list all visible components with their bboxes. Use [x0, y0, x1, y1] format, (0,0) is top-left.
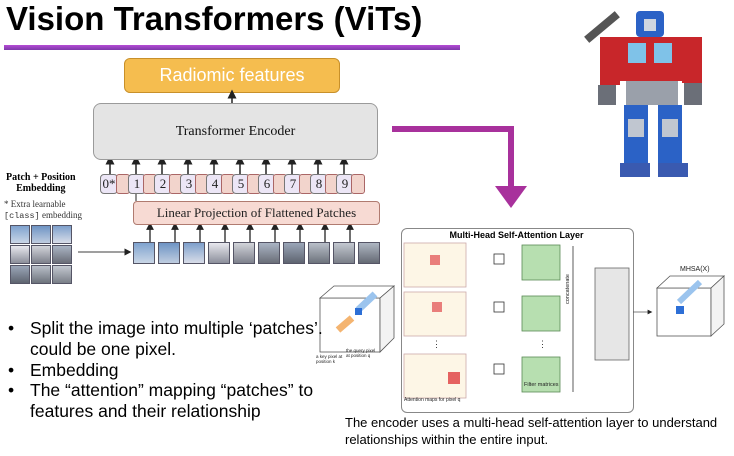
patch-position-label-line2: Embedding: [16, 183, 66, 194]
radiomic-features-box: Radiomic features: [124, 58, 340, 93]
filter-matrices: ⋮: [521, 244, 561, 393]
svg-text:⋮: ⋮: [432, 339, 441, 349]
svg-text:⋮: ⋮: [538, 339, 547, 349]
filter-matrices-label: Filter matrices: [524, 382, 559, 388]
bullet-list: Split the image into multiple ‘patches’.…: [4, 318, 324, 422]
attention-maps: ⋮: [403, 242, 467, 399]
mhsa-caption: The encoder uses a multi-head self-atten…: [345, 415, 718, 447]
grid-patch: [31, 265, 51, 284]
strip-patch: [133, 242, 155, 264]
grid-patch: [52, 225, 72, 244]
token-arrows: [105, 155, 349, 174]
strip-patch: [158, 242, 180, 264]
key-pixel-label: a key pixel at position k: [316, 354, 343, 364]
grid-patch: [10, 265, 30, 284]
strip-patch: [308, 242, 330, 264]
title-underline: [4, 45, 460, 50]
bullet-item: Split the image into multiple ‘patches’.…: [4, 318, 324, 360]
grid-patch: [31, 245, 51, 264]
bullet-item: Embedding: [4, 360, 324, 381]
grid-patch: [10, 245, 30, 264]
grid-patch: [52, 265, 72, 284]
slide-title: Vision Transformers (ViTs): [6, 0, 423, 37]
mhsa-output-label: MHSA(X): [680, 266, 710, 273]
encoder-to-mhsa-arrow: [392, 126, 527, 208]
robot-illustration-icon: [584, 11, 702, 177]
attention-maps-label: Attention maps for pixel q: [404, 397, 461, 403]
strip-patch: [183, 242, 205, 264]
value-cubes: [493, 253, 505, 375]
extra-note-line2-rest: embedding: [39, 210, 82, 220]
position-token-9: 9: [336, 174, 354, 194]
grid-patch: [52, 245, 72, 264]
class-token-label: [class]: [4, 211, 40, 221]
linear-projection-box: Linear Projection of Flattened Patches: [133, 201, 380, 225]
patch-embedding: [351, 174, 365, 194]
mhsa-title: Multi-Head Self-Attention Layer: [449, 230, 584, 240]
mhsa-output-cube: [655, 275, 726, 337]
grid-patch: [10, 225, 30, 244]
transformer-encoder-box: Transformer Encoder: [93, 103, 378, 160]
patch-position-label-line1: Patch + Position: [6, 172, 76, 183]
query-pixel-label: the query pixel at position q: [346, 348, 376, 358]
image-patch-grid: [10, 225, 72, 284]
grid-patch: [31, 225, 51, 244]
patch-strip: [133, 242, 380, 264]
extra-note-line2: [class] embedding: [4, 210, 82, 222]
extra-class-note: * Extra learnable [class] embedding: [4, 199, 82, 222]
mhsa-input-cube: [318, 285, 396, 353]
strip-patch: [333, 242, 355, 264]
strip-patch: [358, 242, 380, 264]
strip-patch: [233, 242, 255, 264]
strip-patch: [258, 242, 280, 264]
concatenate-label: concatenate: [565, 274, 571, 304]
projection-arrows: [146, 222, 354, 243]
strip-patch: [208, 242, 230, 264]
position-token-0: 0*: [100, 174, 118, 194]
strip-patch: [283, 242, 305, 264]
bullet-item: The “attention” mapping “patches” to fea…: [4, 380, 324, 422]
patch-position-label: Patch + Position Embedding: [6, 172, 76, 194]
extra-note-line1: * Extra learnable: [4, 199, 66, 209]
